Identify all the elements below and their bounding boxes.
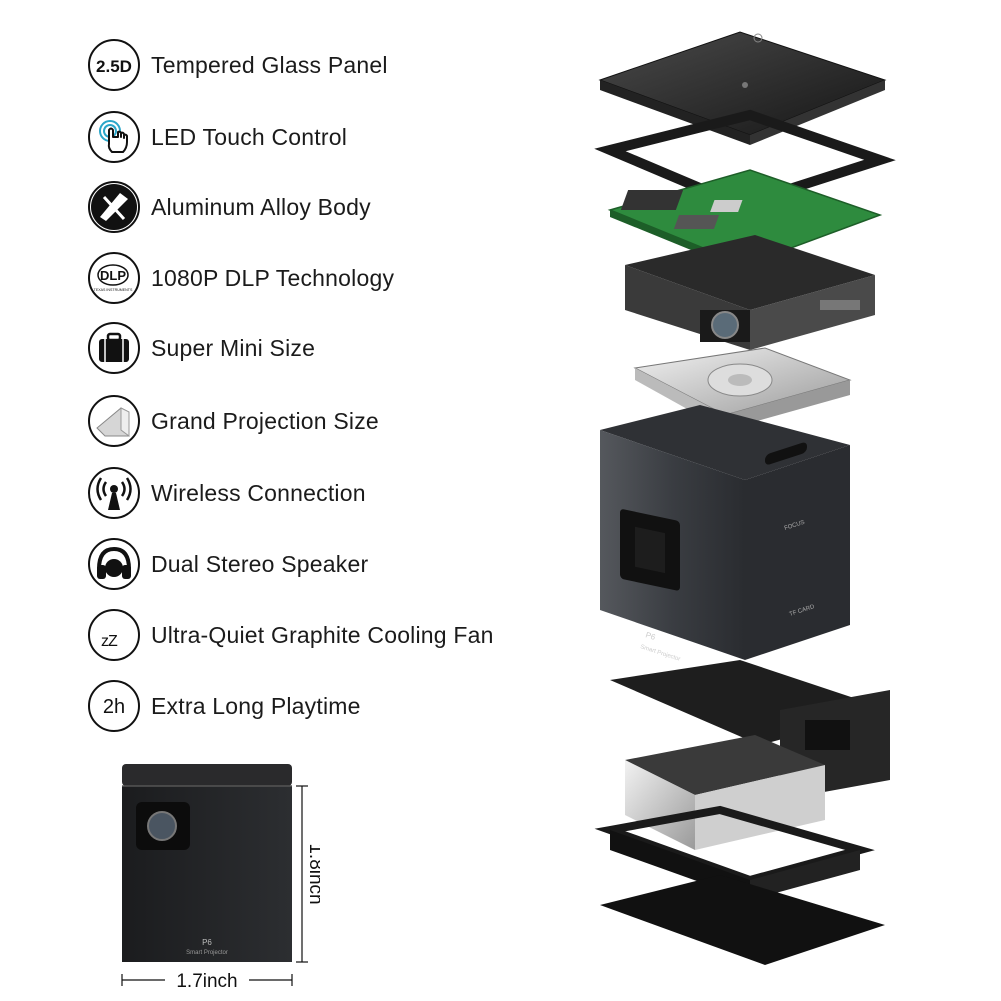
dlp-logo-icon: DLP TEXAS INSTRUMENTS xyxy=(88,252,140,304)
feature-aluminum-body: Aluminum Alloy Body xyxy=(88,180,371,234)
width-dimension: 1.7inch xyxy=(121,970,293,992)
sleep-zz-icon: zZ xyxy=(88,609,140,661)
feature-wireless: Wireless Connection xyxy=(88,466,366,520)
feature-label: Super Mini Size xyxy=(151,334,316,361)
main-body: FOCUS TF CARD P6 Smart Projector xyxy=(600,405,850,663)
svg-text:TEXAS INSTRUMENTS: TEXAS INSTRUMENTS xyxy=(94,288,133,292)
bottom-plate xyxy=(600,875,885,965)
optical-engine xyxy=(625,235,875,350)
feature-speaker: Dual Stereo Speaker xyxy=(88,537,368,591)
battery-pack xyxy=(625,735,825,850)
svg-text:2h: 2h xyxy=(103,696,125,718)
feature-projection-size: Grand Projection Size xyxy=(88,394,379,448)
briefcase-icon xyxy=(88,322,140,374)
svg-text:P6: P6 xyxy=(202,938,212,947)
projection-screen-icon xyxy=(88,395,140,447)
aluminum-body-icon xyxy=(88,181,140,233)
playtime-icon: 2h xyxy=(88,680,140,732)
feature-label: Dual Stereo Speaker xyxy=(151,550,369,577)
touch-hand-icon xyxy=(88,111,140,163)
feature-label: Wireless Connection xyxy=(151,479,366,506)
svg-text:2.5D: 2.5D xyxy=(96,57,132,76)
product-size-view: P6 Smart Projector 1.8inch 1.7inch xyxy=(121,764,320,992)
feature-label: Grand Projection Size xyxy=(151,407,379,434)
glass-panel-icon: 2.5D xyxy=(88,39,140,91)
svg-text:P6: P6 xyxy=(644,630,657,642)
wireless-antenna-icon xyxy=(88,467,140,519)
height-dimension: 1.8inch xyxy=(296,785,320,963)
exploded-projector-diagram: FOCUS TF CARD P6 Smart Projector xyxy=(594,31,896,965)
feature-playtime: 2h Extra Long Playtime xyxy=(88,679,361,733)
feature-label: Tempered Glass Panel xyxy=(151,51,388,78)
svg-text:DLP: DLP xyxy=(100,268,126,283)
feature-label: 1080P DLP Technology xyxy=(151,264,395,291)
feature-label: LED Touch Control xyxy=(151,123,348,150)
feature-label: Aluminum Alloy Body xyxy=(151,193,371,220)
feature-label: Extra Long Playtime xyxy=(151,692,361,719)
svg-text:zZ: zZ xyxy=(101,633,118,650)
glass-top-panel xyxy=(598,31,887,145)
svg-text:Smart Projector: Smart Projector xyxy=(186,950,228,956)
feature-touch-control: LED Touch Control xyxy=(88,110,347,164)
svg-text:Smart Projector: Smart Projector xyxy=(639,644,681,663)
feature-tempered-glass: 2.5D Tempered Glass Panel xyxy=(88,38,388,92)
height-label: 1.8inch xyxy=(305,843,320,904)
feature-dlp: DLP TEXAS INSTRUMENTS 1080P DLP Technolo… xyxy=(88,251,394,305)
feature-mini-size: Super Mini Size xyxy=(88,321,315,375)
feature-cooling-fan: zZ Ultra-Quiet Graphite Cooling Fan xyxy=(88,608,494,662)
feature-label: Ultra-Quiet Graphite Cooling Fan xyxy=(151,621,494,648)
width-label: 1.7inch xyxy=(176,971,237,992)
projector-cube: P6 Smart Projector xyxy=(122,764,292,962)
headphones-icon xyxy=(88,538,140,590)
